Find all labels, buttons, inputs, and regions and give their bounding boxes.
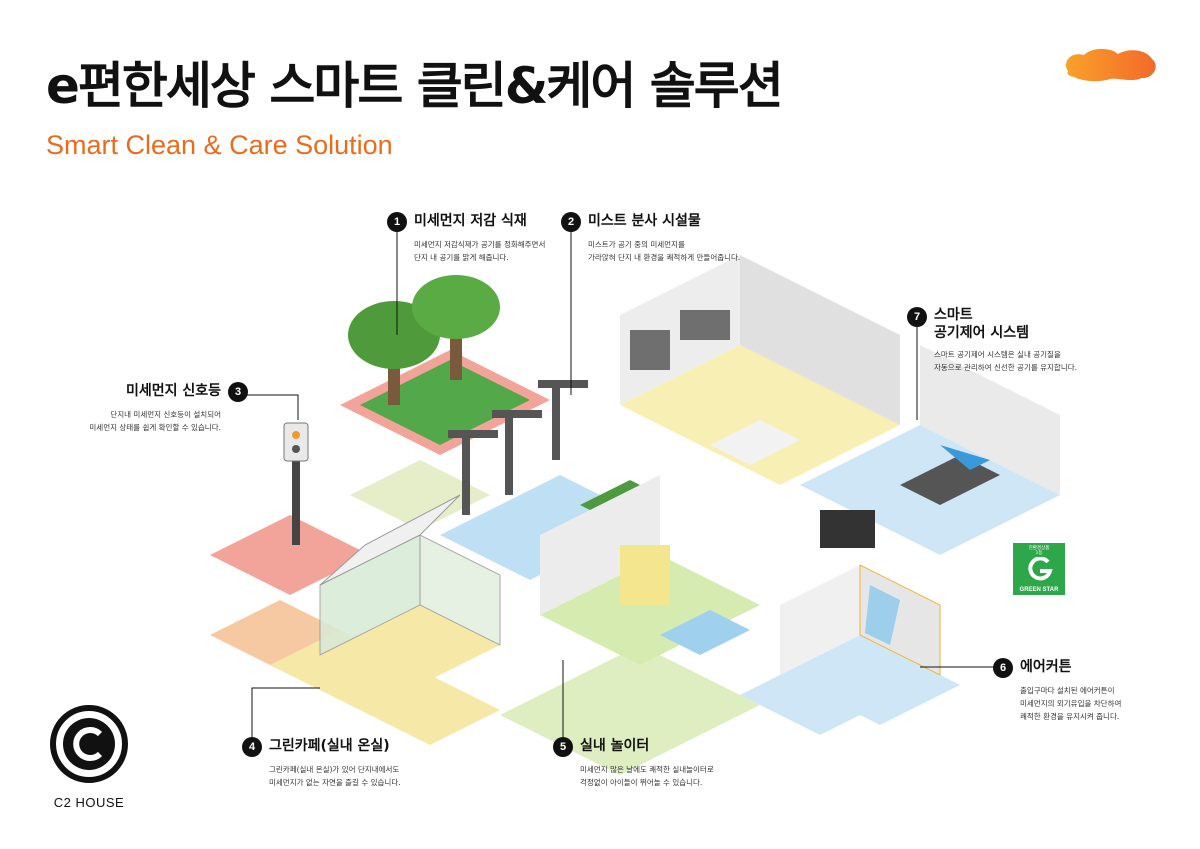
desc-line: 걱정없이 아이들이 뛰어놀 수 있습니다. (580, 778, 703, 787)
callout-number: 6 (993, 658, 1013, 678)
badge-top-line2: 1등 (1035, 551, 1043, 556)
badge-text: GREEN STAR (1019, 587, 1059, 593)
desc-line: 출입구마다 설치된 에어커튼이 (1020, 686, 1115, 695)
desc-line: 그린카페(실내 온실)가 있어 단지내에서도 (269, 765, 400, 774)
desc-line: 미스트가 공기 중의 미세먼지를 (588, 240, 685, 249)
callout-title: 미세먼지 신호등 (125, 383, 221, 400)
callout-number: 3 (228, 382, 248, 402)
lobby-floor (780, 635, 960, 725)
page-title: e편한세상 스마트 클린&케어 솔루션 (46, 57, 784, 115)
callout-7: 7 스마트 공기제어 시스템 스마트 공기제어 시스템은 실내 공기질을 자동으… (907, 307, 1077, 374)
greenhouse-floor (320, 605, 500, 695)
callout-title: 실내 놀이터 (580, 738, 650, 755)
air-curtain-flow (865, 585, 900, 645)
callout-3: 미세먼지 신호등 3 단지내 미세먼지 신호등이 설치되어 미세먼지 상태를 쉽… (60, 382, 248, 434)
callout-description: 미스트가 공기 중의 미세먼지를 가라앉혀 단지 내 환경을 쾌적하게 만들어줍… (588, 238, 740, 264)
callout-6: 6 에어커튼 출입구마다 설치된 에어커튼이 미세먼지의 외기유입을 차단하여 … (993, 658, 1121, 723)
page-subtitle: Smart Clean & Care Solution (46, 130, 393, 160)
callout-description: 미세먼지 저감식재가 공기를 정화해주면서 단지 내 공기를 맑게 해줍니다. (414, 238, 545, 264)
desc-line: 단지 내 공기를 맑게 해줍니다. (414, 253, 509, 262)
callout-title: 에어커튼 (1020, 659, 1072, 676)
c2-house-logo: C2 HOUSE (50, 705, 128, 810)
logo-text: C2 HOUSE (53, 795, 125, 810)
callout-title-line2: 공기제어 시스템 (934, 324, 1030, 341)
desc-line: 가라앉혀 단지 내 환경을 쾌적하게 만들어줍니다. (588, 253, 741, 262)
desc-line: 스마트 공기제어 시스템은 실내 공기질을 (934, 350, 1061, 359)
desc-line: 미세먼지가 없는 자연을 즐길 수 있습니다. (269, 778, 401, 787)
signal-plaza (210, 515, 370, 595)
callout-description: 미세먼지 많은 날에도 쾌적한 실내놀이터로 걱정없이 아이들이 뛰어놀 수 있… (580, 763, 714, 789)
desc-line: 미세먼지 저감식재가 공기를 정화해주면서 (414, 240, 546, 249)
callout-title: 그린카페(실내 온실) (269, 738, 390, 755)
tv (820, 510, 875, 548)
c2-logo-icon (50, 705, 128, 783)
callout-description: 단지내 미세먼지 신호등이 설치되어 미세먼지 상태를 쉽게 확인할 수 있습니… (60, 408, 221, 434)
callout-number: 4 (242, 737, 262, 757)
isometric-complex-illustration (210, 255, 1060, 775)
desc-line: 미세먼지 상태를 쉽게 확인할 수 있습니다. (89, 423, 221, 432)
callout-4: 4 그린카페(실내 온실) 그린카페(실내 온실)가 있어 단지내에서도 미세먼… (242, 737, 401, 789)
callout-title-line1: 스마트 (934, 307, 973, 323)
callout-1: 1 미세먼지 저감 식재 미세먼지 저감식재가 공기를 정화해주면서 단지 내 … (387, 212, 545, 264)
green-star-g-icon (1028, 557, 1053, 581)
desc-line: 미세먼지의 외기유입을 차단하여 (1020, 699, 1122, 708)
tree-canopy (412, 275, 500, 339)
callout-5: 5 실내 놀이터 미세먼지 많은 날에도 쾌적한 실내놀이터로 걱정없이 아이들… (553, 737, 714, 789)
green-star-badge: 친환경상품 1등 GREEN STAR (1013, 543, 1065, 595)
walkway-tile (350, 460, 490, 530)
callout-2: 2 미스트 분사 시설물 미스트가 공기 중의 미세먼지를 가라앉혀 단지 내 … (561, 212, 740, 264)
badge-top-line1: 친환경상품 (1028, 546, 1050, 551)
callout-title: 미스트 분사 시설물 (588, 213, 701, 230)
play-structure (620, 545, 670, 605)
callout-title: 미세먼지 저감 식재 (414, 213, 527, 230)
ball-pit (660, 610, 750, 655)
playground-floor (540, 555, 760, 665)
air-flow-arrow (940, 445, 990, 470)
desc-line: 자동으로 관리하여 신선한 공기를 유지합니다. (934, 363, 1078, 372)
kitchen-floor (620, 345, 900, 485)
callout-number: 7 (907, 307, 927, 327)
callout-description: 스마트 공기제어 시스템은 실내 공기질을 자동으로 관리하여 신선한 공기를 … (934, 348, 1077, 374)
dust-signal-pole (292, 445, 300, 545)
callout-description: 그린카페(실내 온실)가 있어 단지내에서도 미세먼지가 없는 자연을 즐길 수… (269, 763, 401, 789)
desc-line: 미세먼지 많은 날에도 쾌적한 실내놀이터로 (580, 765, 714, 774)
desc-line: 쾌적한 환경을 유지시켜 줍니다. (1020, 712, 1120, 721)
callout-number: 5 (553, 737, 573, 757)
orange-cloud-icon (1065, 48, 1156, 82)
dust-signal-light (283, 422, 309, 462)
desc-line: 단지내 미세먼지 신호등이 설치되어 (110, 410, 221, 419)
callout-number: 1 (387, 212, 407, 232)
callout-number: 2 (561, 212, 581, 232)
callout-description: 출입구마다 설치된 에어커튼이 미세먼지의 외기유입을 차단하여 쾌적한 환경을… (1020, 684, 1121, 723)
